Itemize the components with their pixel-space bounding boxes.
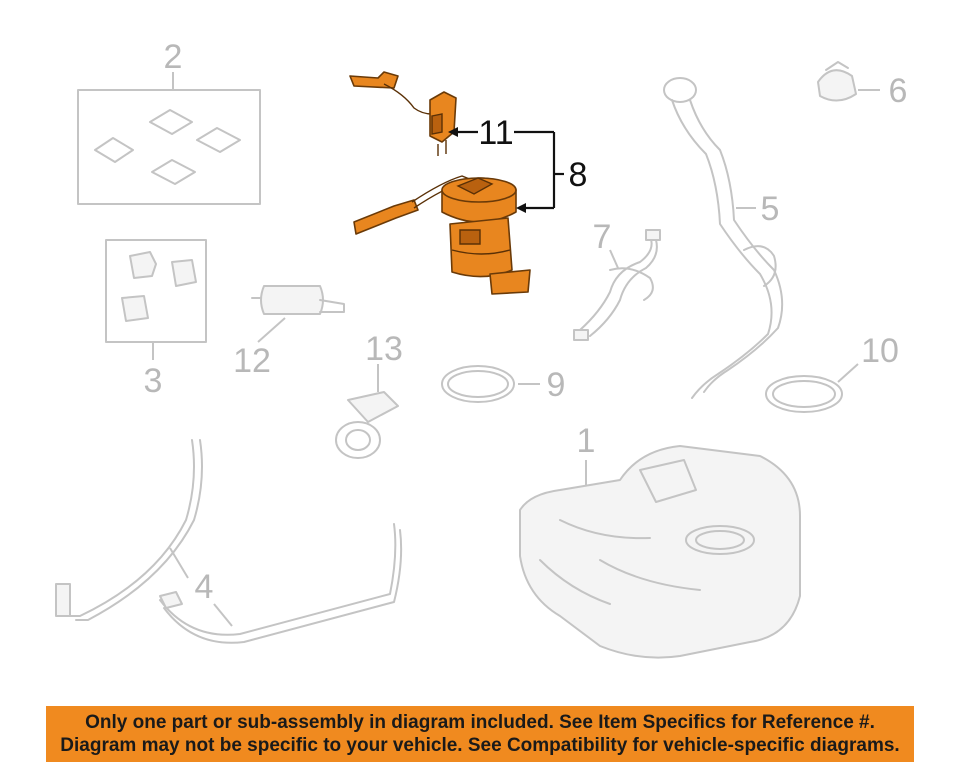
- disclaimer-banner: Only one part or sub-assembly in diagram…: [46, 706, 914, 762]
- part-4-tank-straps: [55, 439, 403, 644]
- part-13-bracket: [335, 364, 399, 459]
- callout-9: 9: [547, 366, 566, 404]
- part-10-lock-ring: [765, 363, 859, 413]
- callout-11: 11: [478, 114, 513, 152]
- part-2-gasket-kit: [77, 72, 261, 205]
- callout-7: 7: [593, 218, 612, 256]
- part-7-vent-hose: [573, 229, 661, 341]
- part-5-filler-pipe: [663, 77, 784, 399]
- disclaimer-line-1: Only one part or sub-assembly in diagram…: [85, 712, 875, 733]
- callout-4: 4: [195, 568, 214, 606]
- part-11-level-sender: [349, 71, 457, 156]
- callout-1: 1: [577, 422, 596, 460]
- callout-6: 6: [889, 72, 908, 110]
- part-1-fuel-tank: [519, 445, 801, 659]
- callout-5: 5: [761, 190, 780, 228]
- callout-12: 12: [233, 342, 271, 380]
- callout-10: 10: [861, 332, 899, 370]
- callout-8: 8: [569, 156, 588, 194]
- parts-diagram: 2 3 12 13 9 10 6: [55, 38, 908, 659]
- part-8-fuel-pump-module: [353, 175, 531, 295]
- part-9-seal-ring: [441, 365, 540, 403]
- part-6-fuel-cap: [817, 61, 880, 102]
- part-3-clip-kit: [105, 239, 207, 360]
- highlight-leaders: [448, 127, 564, 213]
- disclaimer-line-2: Diagram may not be specific to your vehi…: [60, 735, 900, 756]
- callout-13: 13: [365, 330, 403, 368]
- callout-3: 3: [144, 362, 163, 400]
- callout-2: 2: [164, 38, 183, 76]
- part-12-fuel-filter: [251, 285, 345, 343]
